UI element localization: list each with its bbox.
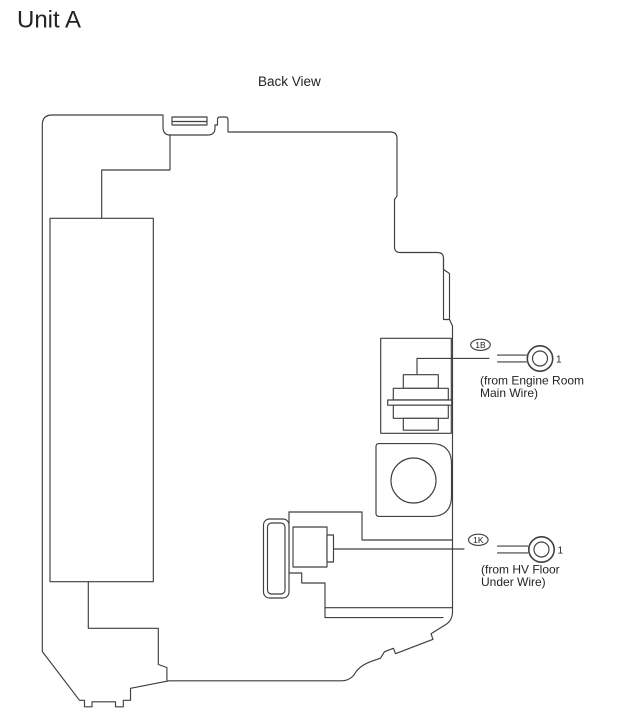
service-hole-housing (375, 443, 453, 517)
callout-1b-terminal-number: 1 (556, 355, 562, 366)
connector-1k-nub (326, 534, 335, 563)
bolt-lower-body (392, 404, 449, 419)
inner-contour-lower (87, 581, 168, 682)
lineart-group (41, 114, 555, 708)
service-hole-circle (390, 457, 437, 504)
ring-terminal-1b-outer (526, 344, 554, 372)
callout-1k-source-line1: (from HV Floor (481, 563, 560, 577)
bolt-upper-body (392, 387, 449, 401)
label-1b-oval (470, 338, 491, 351)
lower-block-top-edge (288, 511, 454, 541)
callout-1b-source-line1: (from Engine Room (480, 374, 584, 388)
callout-1k-code: 1K (473, 535, 484, 545)
callout-1k-terminal-number: 1 (558, 546, 564, 557)
callout-1b-source-line2: Main Wire) (480, 386, 538, 400)
connector-1k-body (292, 526, 328, 568)
connector-1k-grommet (262, 518, 290, 599)
ring-terminal-1b-leads (496, 354, 527, 363)
ring-terminal-1k-outer (527, 535, 555, 563)
view-label: Back View (258, 74, 321, 89)
terminal-1b-bolt (387, 374, 453, 431)
bolt-top (402, 374, 439, 389)
terminal-1b-block (380, 337, 452, 434)
page-title: Unit A (17, 7, 81, 34)
left-panel-rectangle (49, 217, 154, 583)
wire-1b (416, 357, 490, 376)
callout-1k-source-line2: Under Wire) (481, 575, 546, 589)
ring-terminal-1b-icon (496, 344, 554, 372)
ring-terminal-1k-icon (496, 535, 555, 563)
bolt-base (402, 417, 439, 431)
ring-terminal-1k-inner (533, 541, 550, 558)
ring-terminal-1k-leads (496, 545, 529, 554)
label-1k-oval (467, 533, 489, 546)
right-fin-inner-line (442, 257, 451, 321)
callout-1b-code: 1B (475, 340, 486, 350)
ring-terminal-1b-inner (531, 350, 549, 367)
inner-contour-upper (101, 134, 171, 219)
bolt-flange (387, 399, 453, 406)
unit-outline (41, 114, 454, 708)
connector-1k-grommet-inner (266, 522, 286, 595)
text-group: Unit A Back View 1B 1 (from Engine Room … (17, 7, 584, 590)
